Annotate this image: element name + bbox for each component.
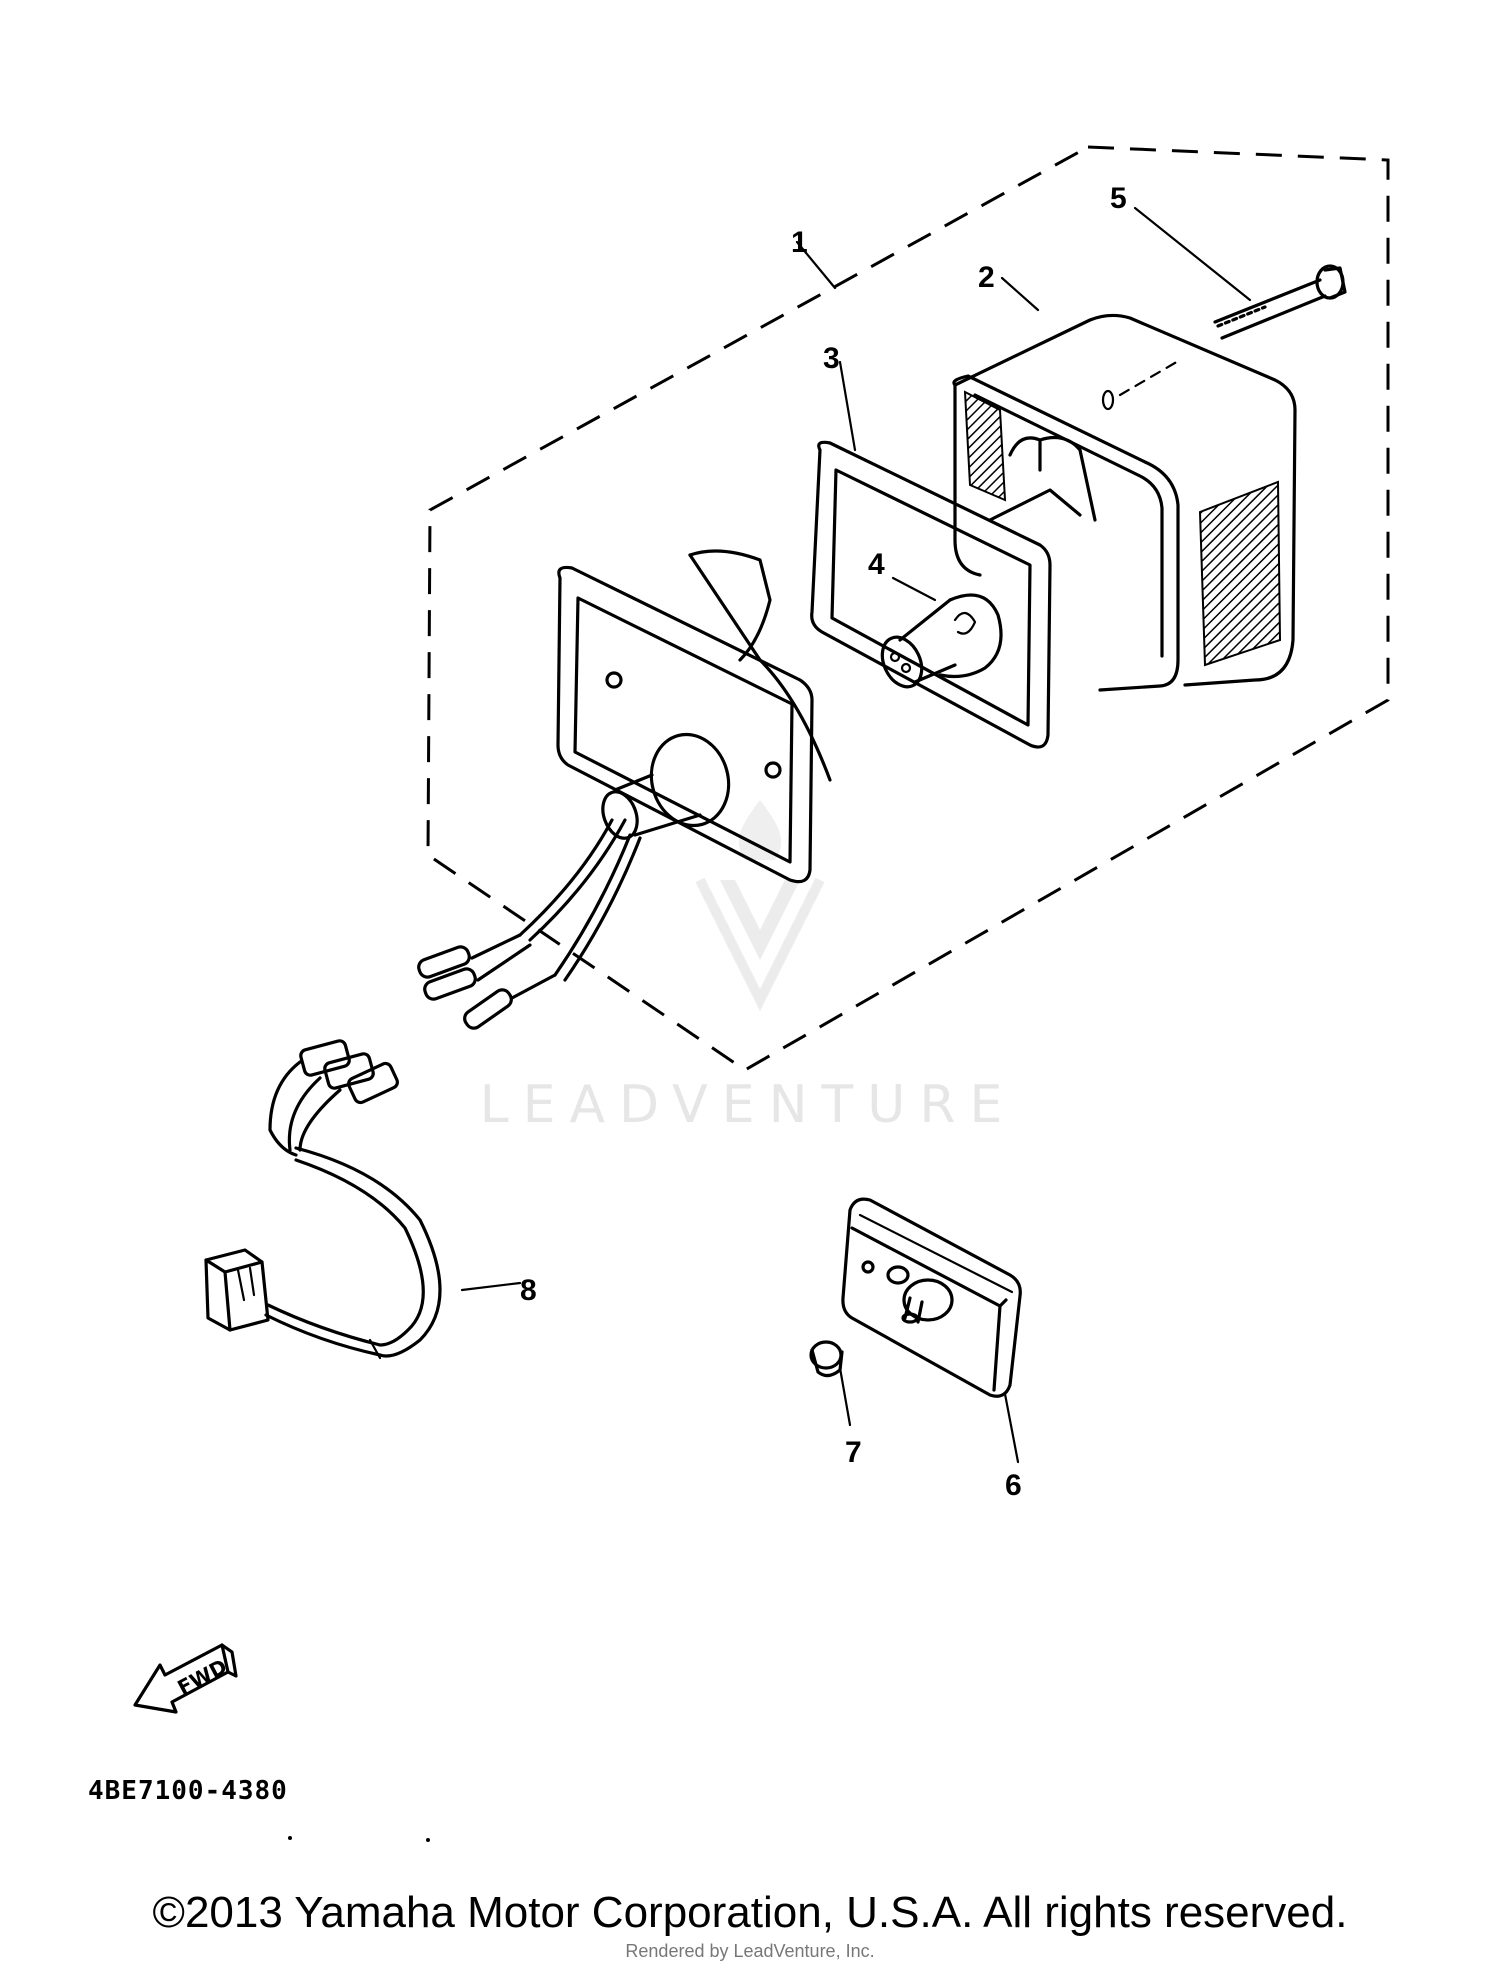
license-light (841, 1197, 1022, 1398)
watermark-text: LEADVENTURE (480, 1075, 1017, 1135)
callout-labels: 1 2 3 4 5 6 7 8 (520, 182, 1127, 1502)
lamp-wires (417, 818, 642, 1030)
fwd-arrow-icon: FWD (133, 1643, 238, 1714)
lamp-base (556, 549, 832, 884)
gasket (810, 440, 1052, 749)
tail-lamp-lens (952, 313, 1297, 692)
scan-speck (288, 1836, 292, 1840)
wire-harness (204, 1039, 442, 1360)
callout-3: 3 (823, 342, 840, 375)
copyright-notice: ©2013 Yamaha Motor Corporation, U.S.A. A… (152, 1888, 1348, 1937)
callout-4: 4 (868, 548, 885, 581)
watermark: LEADVENTURE (480, 800, 1017, 1135)
rendered-by-credit: Rendered by LeadVenture, Inc. (625, 1941, 875, 1961)
callout-2: 2 (978, 261, 995, 294)
leader-lines (460, 206, 1252, 1464)
nut (809, 1340, 844, 1378)
bolt (1213, 264, 1347, 340)
callout-6: 6 (1005, 1469, 1022, 1502)
fwd-label: FWD (173, 1654, 230, 1700)
assembly-boundary (426, 145, 1390, 1072)
callout-1: 1 (791, 226, 808, 259)
callout-5: 5 (1110, 182, 1127, 215)
callout-7: 7 (845, 1436, 862, 1469)
drawing-number: 4BE7100-4380 (88, 1776, 288, 1806)
scan-speck (426, 1838, 430, 1842)
bulb (880, 593, 1003, 689)
callout-8: 8 (520, 1274, 537, 1307)
